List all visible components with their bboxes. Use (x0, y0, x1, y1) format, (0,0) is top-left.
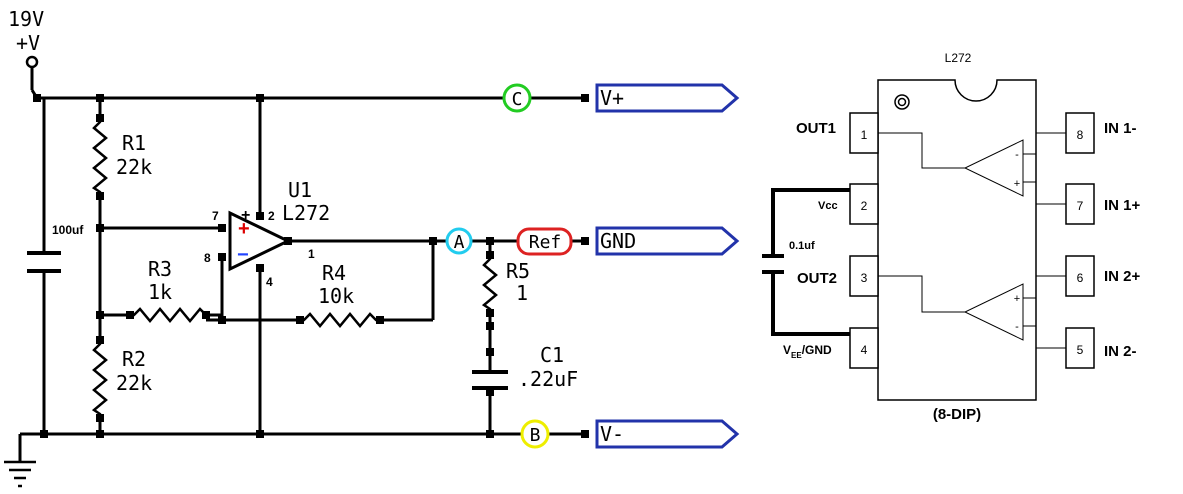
c1-name: C1 (540, 343, 564, 367)
resistors (91, 118, 498, 418)
internal-amp-2 (878, 275, 1066, 349)
node-a-label: A (454, 232, 465, 253)
c1-capacitor (472, 370, 508, 390)
r1-value: 22k (116, 155, 152, 179)
r5-value: 1 (516, 281, 528, 305)
label-in2-minus: IN 2- (1104, 343, 1137, 360)
pin-number-6: 6 (1077, 271, 1084, 285)
opamp-pin-1: 1 (308, 247, 315, 261)
opamp-pin-7: 7 (212, 209, 219, 223)
amp1-minus-sign: - (1015, 149, 1019, 161)
node-marker-c: C (502, 83, 532, 113)
pin-number-7: 7 (1077, 199, 1084, 213)
r3-name: R3 (148, 257, 172, 281)
r2-value: 22k (116, 371, 152, 395)
c1-value: .22uF (518, 367, 578, 391)
r3-resistor (130, 307, 207, 323)
dip-package-body (877, 79, 1037, 401)
opamp-pin-2: 2 (268, 209, 275, 223)
label-in1-plus: IN 1+ (1104, 197, 1141, 214)
opamp-top-plus: + (241, 207, 250, 224)
decoupling-cap-wires (771, 188, 850, 336)
r3-value: 1k (148, 280, 172, 304)
opamp-pin-8: 8 (204, 251, 211, 265)
node-b-label: B (530, 425, 541, 446)
bulk-cap-value: 100uf (52, 223, 84, 237)
pin1-marker-icon (894, 94, 910, 110)
opamp-triangle (228, 210, 292, 272)
bulk-capacitor (27, 251, 61, 273)
supply-plus-label: +V (16, 31, 40, 55)
port-vminus-label: V- (600, 422, 624, 446)
decoupling-cap-plates (762, 254, 784, 274)
package-label: (8-DIP) (933, 406, 981, 423)
r4-resistor (300, 312, 380, 328)
label-out1: OUT1 (796, 120, 836, 137)
r5-name: R5 (506, 259, 530, 283)
node-ref-label: Ref (529, 232, 562, 253)
pin-number-1: 1 (861, 128, 868, 142)
supply-voltage-label: 19V (8, 7, 44, 31)
decoupling-cap-value: 0.1uf (789, 240, 815, 252)
amp1-plus-sign: + (1014, 178, 1020, 190)
r1-resistor (91, 118, 108, 196)
label-vee-sub: EE (791, 351, 802, 360)
label-in2-plus: IN 2+ (1104, 268, 1141, 285)
opamp-pin-4: 4 (266, 275, 273, 289)
r4-value: 10k (318, 284, 354, 308)
pin-number-8: 8 (1077, 128, 1084, 142)
node-marker-ref: Ref (516, 227, 573, 256)
label-vcc: Vcc (818, 200, 838, 212)
label-vee-gnd-text: /GND (802, 343, 832, 357)
pin-number-3: 3 (861, 271, 868, 285)
pin-number-2: 2 (861, 199, 868, 213)
opamp-minus-sign: − (237, 244, 249, 266)
amp2-plus-sign: + (1014, 293, 1020, 305)
opamp-name: U1 (288, 178, 312, 202)
pin-number-4: 4 (861, 343, 868, 357)
pin-number-5: 5 (1077, 343, 1084, 357)
r2-name: R2 (122, 347, 146, 371)
node-c-label: C (512, 89, 523, 110)
r1-name: R1 (122, 131, 146, 155)
internal-amp-1 (878, 132, 1066, 205)
port-vplus-label: V+ (600, 86, 624, 110)
amp2-minus-sign: - (1015, 321, 1019, 333)
r5-resistor (481, 255, 498, 313)
label-out2: OUT2 (797, 270, 837, 287)
port-vminus: V- (595, 419, 740, 449)
port-vplus: V+ (595, 83, 740, 113)
port-gnd-label: GND (600, 229, 636, 253)
junction-dots (33, 94, 589, 438)
label-vee-v: V (783, 343, 791, 357)
opamp-plus-sign: + (238, 218, 250, 240)
r4-name: R4 (322, 261, 346, 285)
opamp-part: L272 (282, 201, 330, 225)
port-gnd: GND (595, 226, 740, 256)
dip-pin-boxes (849, 112, 1095, 369)
label-in1-minus: IN 1- (1104, 120, 1137, 137)
r2-resistor (91, 340, 108, 418)
ground-symbol (4, 460, 36, 488)
node-marker-b: B (520, 419, 550, 449)
node-marker-a: A (445, 227, 473, 255)
pinout-title: L272 (945, 51, 972, 65)
label-vee-gnd: VEE/GND (783, 343, 832, 360)
